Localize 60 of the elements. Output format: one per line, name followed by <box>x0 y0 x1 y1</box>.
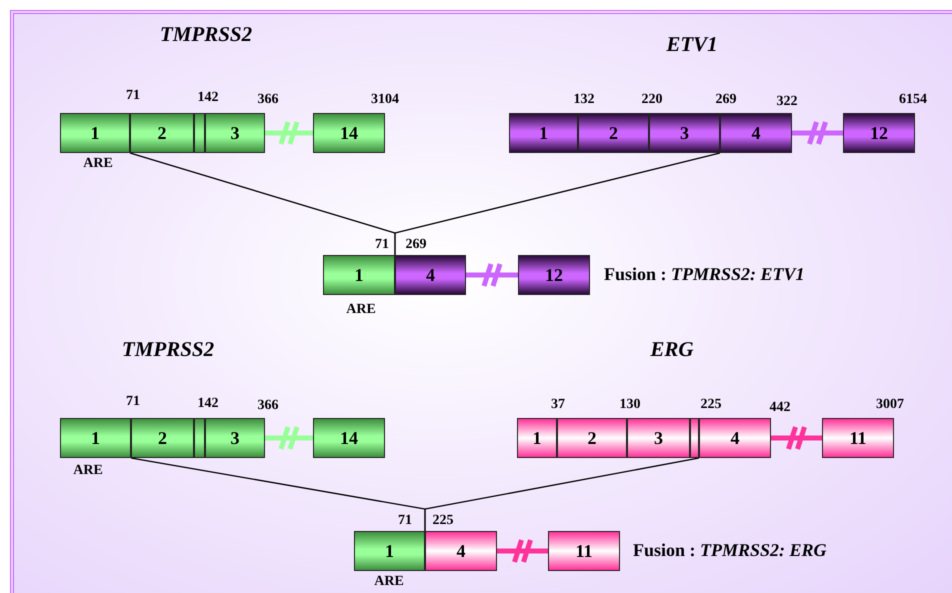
number-label: 366 <box>258 92 278 108</box>
exon-box: 2 <box>557 418 627 458</box>
gene-name: ERG <box>650 337 694 362</box>
number-label: 142 <box>198 396 218 412</box>
exon-box: 1 <box>354 531 425 571</box>
exon-box <box>194 113 205 153</box>
number-label: 269 <box>406 237 426 253</box>
exon-box: 2 <box>130 113 194 153</box>
number-label: 71 <box>126 394 140 410</box>
number-label: 225 <box>700 397 722 413</box>
number-label: 132 <box>574 92 594 108</box>
exon-box: 14 <box>313 113 385 153</box>
exon-box: 1 <box>60 418 131 458</box>
exon-box: 3 <box>649 113 720 153</box>
number-label: 37 <box>551 397 565 413</box>
number-label: 6154 <box>899 92 927 108</box>
gene-name: TMPRSS2 <box>122 337 214 362</box>
gene-name: ETV1 <box>666 32 718 57</box>
exon-box: 1 <box>517 418 557 458</box>
exon-box: 1 <box>509 113 578 153</box>
number-label: 220 <box>642 92 662 108</box>
number-label: 3007 <box>876 397 904 413</box>
exon-box <box>690 418 699 458</box>
exon-box: 1 <box>323 255 395 295</box>
exon-box: 1 <box>60 113 130 153</box>
number-label: ARE <box>346 302 376 318</box>
fusion-caption: Fusion : TPMRSS2: ETV1 <box>604 264 805 285</box>
number-label: 225 <box>432 513 454 529</box>
number-label: ARE <box>73 463 103 479</box>
number-label: 366 <box>258 398 278 414</box>
exon-box: 4 <box>720 113 792 153</box>
fusion-caption: Fusion : TPMRSS2: ERG <box>633 540 827 561</box>
number-label: 442 <box>770 400 790 416</box>
number-label: 71 <box>398 513 412 529</box>
number-label: 71 <box>375 237 389 253</box>
exon-box: 3 <box>205 418 265 458</box>
gene-name: TMPRSS2 <box>160 22 252 47</box>
exon-box: 11 <box>548 531 620 571</box>
exon-box: 11 <box>822 418 894 458</box>
exon-box: 4 <box>425 531 497 571</box>
exon-box: 4 <box>699 418 771 458</box>
exon-box: 12 <box>518 255 590 295</box>
number-label: ARE <box>83 156 113 172</box>
fusion-junction-line <box>394 152 720 255</box>
number-label: 322 <box>776 94 798 110</box>
exon-box <box>194 418 205 458</box>
exon-box: 14 <box>313 418 385 458</box>
number-label: 130 <box>620 397 640 413</box>
exon-box: 2 <box>578 113 649 153</box>
number-label: 3104 <box>371 92 399 108</box>
exon-box: 3 <box>205 113 265 153</box>
number-label: 71 <box>126 88 140 104</box>
number-label: 269 <box>716 92 736 108</box>
exon-box: 4 <box>395 255 466 295</box>
exon-box: 2 <box>131 418 194 458</box>
fusion-junction-line <box>424 457 700 531</box>
number-label: ARE <box>374 574 404 590</box>
exon-box: 3 <box>627 418 690 458</box>
number-label: 142 <box>198 90 218 106</box>
exon-box: 12 <box>843 113 915 153</box>
